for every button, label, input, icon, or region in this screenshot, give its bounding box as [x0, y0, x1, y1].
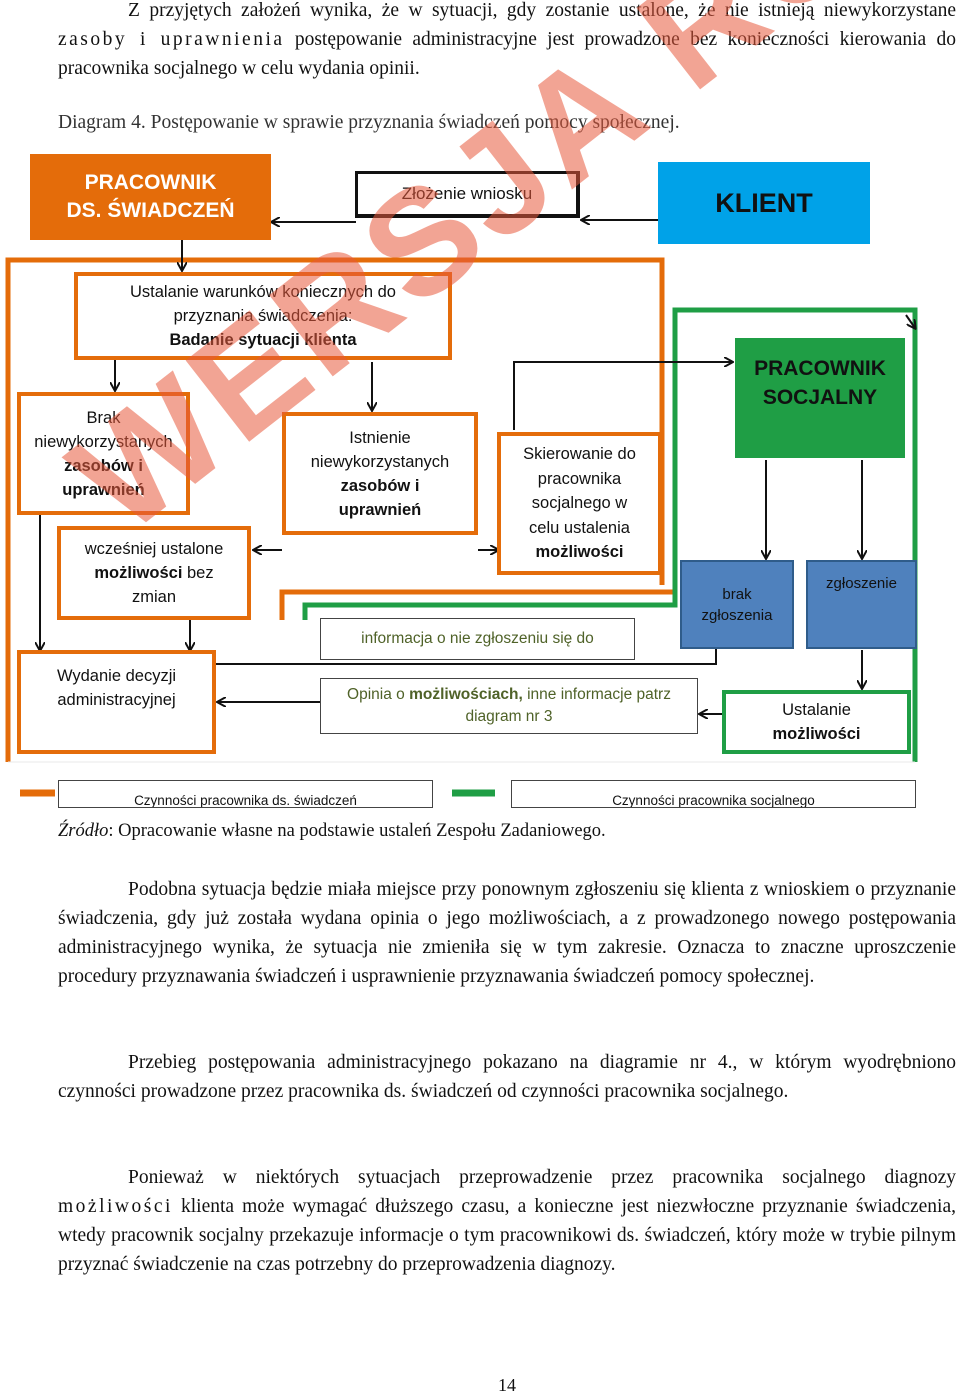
socjalny-line2: SOCJALNY — [762, 386, 878, 409]
paragraph-3: Przebieg postępowania administracyjnego … — [58, 1052, 956, 1102]
wydanie-line2: administracyjnej — [57, 691, 176, 709]
source-label: Źródło — [58, 821, 109, 841]
ustalanie-mozliwosci-box: Ustalanie możliwości — [722, 690, 911, 754]
brak-zgl-line2: zgłoszenia — [701, 606, 773, 624]
skierowanie-line2: pracownika — [537, 469, 622, 488]
pracownik-ds-line1: PRACOWNIK — [84, 171, 217, 194]
brak-zgl-line1: brak — [722, 585, 752, 603]
pracownik-ds-line2: DS. ŚWIADCZEŃ — [66, 199, 235, 222]
legend-ds-label: Czynności pracownika ds. świadczeń — [134, 793, 357, 808]
arrow-to-socjalny — [513, 362, 732, 430]
istnienie-line1: Istnienie — [349, 428, 411, 447]
paragraph-4-part-c: klienta może wymagać dłuższego czasu, a … — [58, 1196, 956, 1275]
wydanie-line1: Wydanie decyzji — [56, 667, 177, 685]
paragraph-4-part-a: Ponieważ w niektórych sytuacjach przepro… — [128, 1167, 956, 1188]
istnienie-line3: zasobów i — [340, 476, 420, 495]
pracownik-socjalny-box: PRACOWNIK SOCJALNY — [735, 338, 905, 458]
zlozenie-wniosku-box: Złożenie wniosku — [355, 171, 580, 218]
wczesniej-line1: wcześniej ustalone — [84, 540, 224, 558]
ustalenie-line1: Ustalanie warunków koniecznych do — [130, 283, 396, 301]
page-number: 14 — [498, 1375, 516, 1395]
brak-zgloszenia-box: brak zgłoszenia — [680, 560, 794, 649]
paragraph-4: Ponieważ w niektórych sytuacjach przepro… — [58, 1163, 956, 1279]
arrow-brakzgl-wydanie — [190, 648, 717, 664]
brak-line3: zasobów i — [64, 456, 143, 475]
paragraph-1: Z przyjętych założeń wynika, że w sytuac… — [58, 0, 956, 83]
ustalenie-box: Ustalanie warunków koniecznych do przyzn… — [74, 272, 452, 360]
opinia-part-a: Opinia o — [347, 686, 410, 703]
source-note: Źródło: Opracowanie własne na podstawie … — [58, 821, 606, 842]
brak-line2: niewykorzystanych — [34, 432, 173, 451]
informacja-box: informacja o nie zgłoszeniu się do — [320, 618, 635, 660]
skierowanie-line5: możliwości — [535, 543, 624, 562]
paragraph-4-spaced: możliwości — [58, 1196, 173, 1217]
socjalny-line1: PRACOWNIK — [754, 357, 886, 380]
skierowanie-line3: socjalnego w — [531, 494, 628, 513]
brak-line4: uprawnień — [62, 480, 145, 499]
legend-soc-label: Czynności pracownika socjalnego — [612, 793, 815, 808]
green-region-outline — [302, 307, 918, 762]
istnienie-box: Istnienie niewykorzystanych zasobów i up… — [282, 412, 478, 535]
source-text: : Opracowanie własne na podstawie ustale… — [108, 821, 606, 841]
wczesniej-line2-bold: możliwości — [94, 564, 183, 582]
opinia-line2: diagram nr 3 — [465, 708, 553, 725]
wczesniej-box: wcześniej ustalone możliwości bez zmian — [57, 526, 251, 620]
ustalenie-line2: przyznania świadczenia: — [173, 307, 353, 325]
paragraph-1-spaced: zasoby i uprawnienia — [58, 29, 285, 50]
klient-label: KLIENT — [715, 188, 813, 218]
arrow-top-right — [905, 314, 915, 328]
diagram-4: PRACOWNIK DS. ŚWIADCZEŃ Złożenie wniosku… — [0, 150, 960, 820]
ustalanie-line1: Ustalanie — [782, 701, 851, 719]
informacja-label: informacja o nie zgłoszeniu się do — [361, 630, 594, 647]
istnienie-line4: uprawnień — [338, 500, 422, 519]
ustalanie-line2: możliwości — [772, 725, 861, 743]
skierowanie-line1: Skierowanie do — [523, 445, 636, 464]
orange-region-outline — [5, 257, 665, 762]
zgloszenie-box: zgłoszenie — [806, 560, 917, 649]
opinia-bold: możliwościach, — [409, 686, 523, 703]
legend-ds: Czynności pracownika ds. świadczeń — [58, 780, 433, 808]
klient-box: KLIENT — [658, 162, 870, 244]
zgloszenie-label: zgłoszenie — [826, 575, 897, 592]
orange-inner-outline — [279, 589, 675, 620]
wczesniej-line3: zmian — [131, 588, 176, 606]
paragraph-2: Podobna sytuacja będzie miała miejsce pr… — [58, 879, 956, 987]
wydanie-box: Wydanie decyzji administracyjnej — [17, 650, 216, 754]
brak-line1: Brak — [86, 408, 121, 427]
opinia-part-c: inne informacje patrz — [522, 686, 671, 703]
skierowanie-box: Skierowanie do pracownika socjalnego w c… — [497, 432, 662, 575]
ustalenie-line3: Badanie sytuacji klienta — [169, 331, 357, 349]
pracownik-ds-box: PRACOWNIK DS. ŚWIADCZEŃ — [30, 154, 271, 240]
diagram-connectors — [5, 150, 918, 797]
paragraph-1-part-a: Z przyjętych założeń wynika, że w sytuac… — [128, 0, 956, 21]
diagram-caption: Diagram 4. Postępowanie w sprawie przyzn… — [58, 112, 680, 133]
skierowanie-line4: celu ustalenia — [529, 518, 630, 537]
brak-niewyk-box: Brak niewykorzystanych zasobów i uprawni… — [17, 392, 190, 515]
wczesniej-line2-rest: bez — [182, 564, 214, 582]
legend-soc: Czynności pracownika socjalnego — [511, 780, 916, 808]
paragraph-1-part-c: postępowanie administracyjne jest prowad… — [58, 29, 956, 79]
istnienie-line2: niewykorzystanych — [310, 452, 450, 471]
zlozenie-wniosku-label: Złożenie wniosku — [401, 184, 533, 203]
opinia-box: Opinia o możliwościach, inne informacje … — [320, 678, 698, 734]
